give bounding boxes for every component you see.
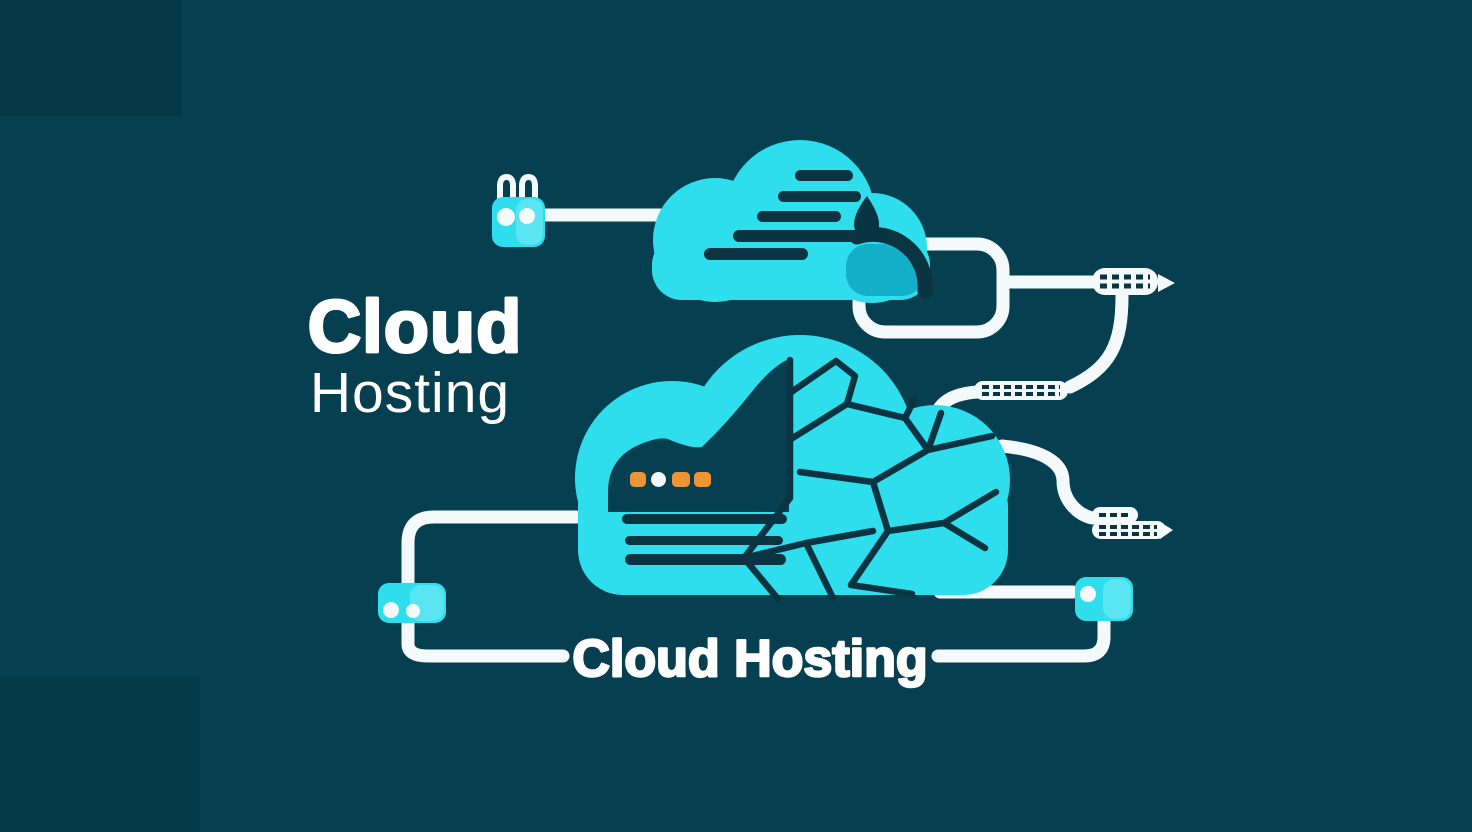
data-line [625,536,783,545]
connector-curve-cloud-to-stack [995,439,1099,525]
connector-pill-icon [1092,521,1166,539]
corner-shade-top-left [0,0,182,116]
led-dot-orange [694,472,711,487]
pill-tip [1160,522,1173,539]
data-line [733,230,862,242]
led-dots-icon [630,472,711,487]
connector-pill-icon [1092,268,1158,295]
top-cloud-icon [652,140,933,303]
connector-line-node-to-caption-right [931,614,1111,663]
pill-tip [1158,274,1175,292]
connector-pill-stack [1092,507,1173,539]
connector-pill-middle [974,381,1068,400]
data-line [778,191,861,202]
device-dot [1080,586,1096,602]
left-node-device-icon [378,583,446,623]
led-dot-orange [630,472,646,487]
mesh-pattern-icon [740,356,1000,603]
led-dot-white [651,472,666,487]
data-line [704,248,808,260]
data-line [757,211,841,222]
server-panel [608,359,789,512]
main-cloud-icon [575,335,1010,603]
device-dot [383,602,399,618]
connector-pill-icon [974,381,1068,400]
plug-prong [497,173,516,203]
plug-prong [519,173,538,203]
cloud-swoosh [846,244,924,296]
data-line [622,514,787,524]
corner-shade-bottom-left [0,676,200,832]
connector-pill-top [1092,268,1175,295]
device-highlight [1103,579,1131,619]
page-title-line1: Cloud [308,285,523,368]
connector-curve-pill-to-pill [1063,289,1129,394]
data-lines-icon [704,170,862,260]
droplet-icon [854,196,880,239]
plug-device-icon [492,173,545,247]
device-dot [406,604,420,618]
caption-text: Cloud Hosting [572,630,927,688]
data-line [795,170,853,181]
page-title-line2: Hosting [310,361,510,425]
right-node-device-icon [1075,577,1133,621]
device-dot [519,208,535,224]
led-dot-orange [672,472,690,487]
device-dot [497,208,515,226]
